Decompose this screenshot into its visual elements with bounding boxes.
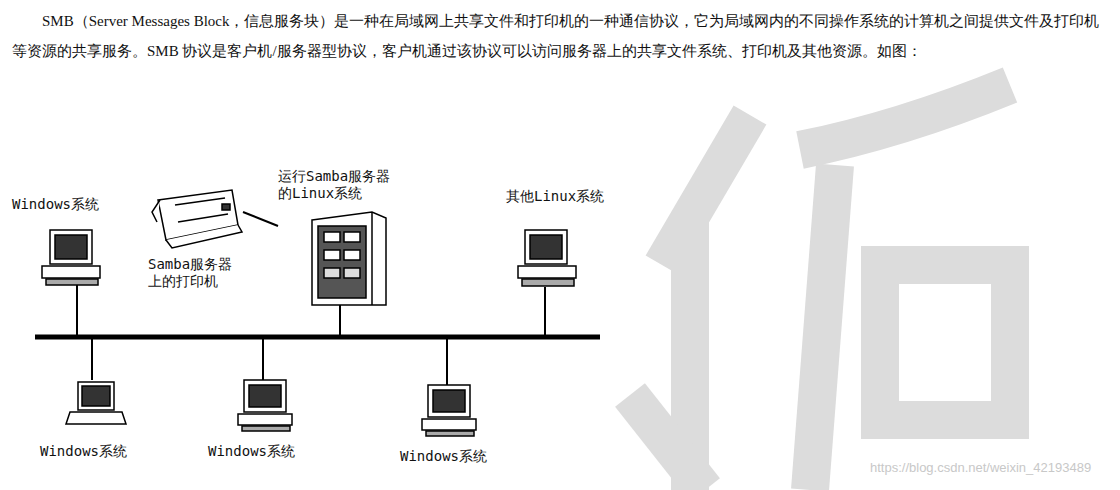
network-host: Windows系统 bbox=[12, 196, 122, 288]
host-label: Windows系统 bbox=[400, 448, 510, 465]
network-host: 其他Linux系统 bbox=[506, 188, 626, 288]
network-host: Samba服务器上的打印机 bbox=[148, 182, 243, 290]
network-host: 运行Samba服务器的Linux系统 bbox=[278, 168, 400, 308]
watermark-url: https://blog.csdn.net/weixin_42193489 bbox=[868, 460, 1093, 475]
server-tower-icon bbox=[312, 212, 386, 305]
host-label: 运行Samba服务器的Linux系统 bbox=[278, 168, 400, 202]
network-host: Windows系统 bbox=[400, 381, 512, 465]
host-label: Samba服务器上的打印机 bbox=[148, 256, 243, 290]
host-label: 其他Linux系统 bbox=[506, 188, 626, 205]
host-label: Windows系统 bbox=[208, 443, 318, 460]
pc-icons bbox=[42, 230, 576, 436]
host-label: Windows系统 bbox=[12, 196, 120, 213]
watermark-glyph bbox=[630, 85, 1010, 490]
intro-paragraph: SMB（Server Messages Block，信息服务块）是一种在局域网上… bbox=[12, 6, 1108, 66]
network-host: Windows系统 bbox=[40, 378, 152, 460]
network-host: Windows系统 bbox=[208, 376, 320, 460]
printer-icon bbox=[152, 190, 242, 248]
host-label: Windows系统 bbox=[40, 443, 150, 460]
printer-cable bbox=[243, 212, 278, 226]
